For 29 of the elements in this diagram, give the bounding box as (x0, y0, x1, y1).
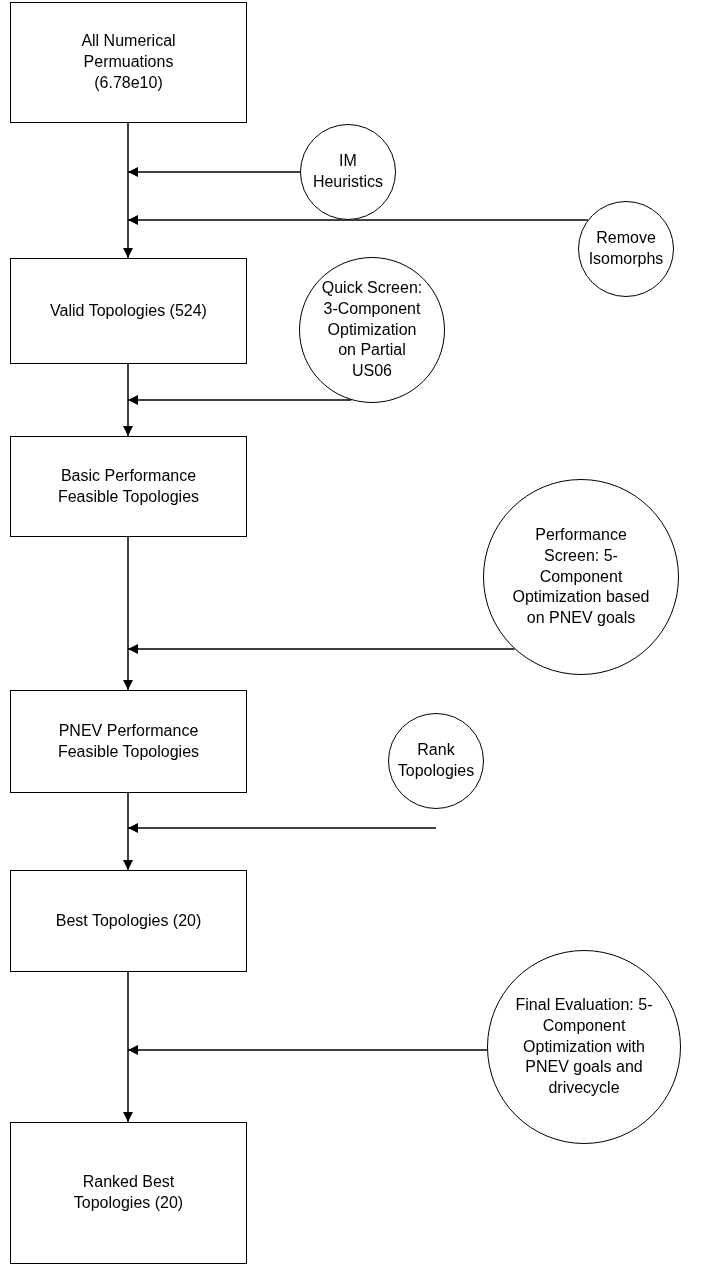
node-label: Basic Performance Feasible Topologies (56, 465, 201, 507)
process-box (10, 258, 247, 364)
arrow (127, 644, 516, 654)
arrow (127, 1045, 488, 1055)
process-box (10, 1122, 247, 1264)
node-label: IM Heuristics (311, 151, 385, 192)
arrow (127, 167, 301, 177)
process-box (10, 436, 247, 537)
node-label: Best Topologies (20) (55, 910, 202, 931)
node-label: Valid Topologies (524) (50, 300, 207, 321)
node-label: Quick Screen: 3-Component Optimization on Partial US06 (320, 278, 424, 382)
arrow (123, 536, 133, 691)
node-label: Ranked Best Topologies (20) (72, 1172, 185, 1213)
arrow (127, 823, 437, 833)
arrow (123, 363, 133, 437)
arrow (123, 792, 133, 871)
arrow (123, 122, 133, 259)
node-label: Performance Screen: 5-Component Optimization based on PNEV goals (511, 525, 651, 629)
arrow (127, 395, 353, 405)
node-label: Remove Isomorphs (587, 228, 665, 269)
process-box (10, 870, 247, 972)
arrow (127, 215, 589, 225)
node-label: All Numerical Permuations (6.78e10) (80, 31, 177, 93)
process-box (10, 690, 247, 793)
node-label: PNEV Performance Feasible Topologies (56, 720, 201, 762)
node-label: Rank Topologies (396, 740, 476, 781)
node-label: Final Evaluation: 5-Component Optimization with PNEV goals and drivecycle (514, 995, 654, 1099)
arrow (123, 971, 133, 1123)
process-box (10, 2, 247, 123)
